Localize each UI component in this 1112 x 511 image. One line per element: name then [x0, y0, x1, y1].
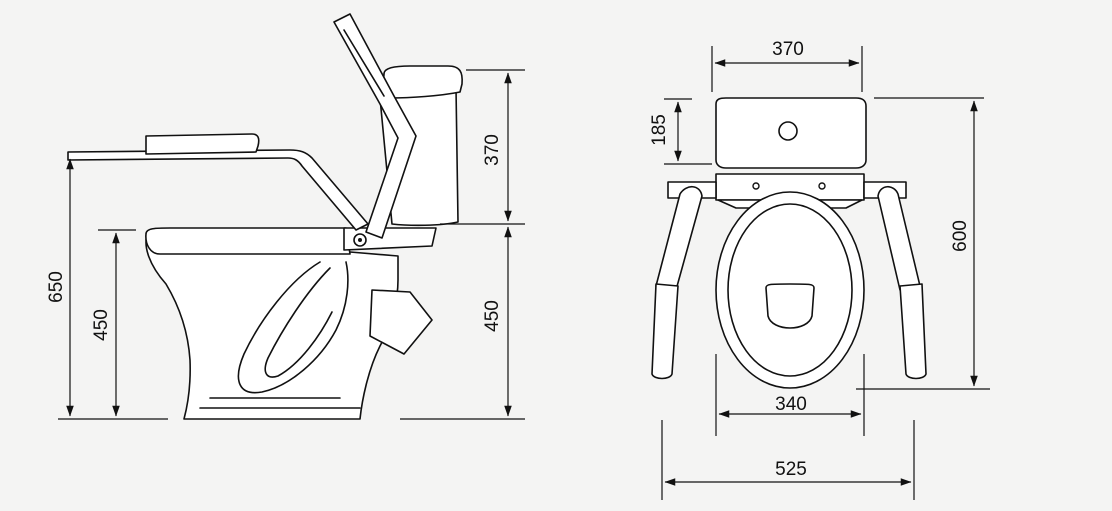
bowl-height-left-label: 450 [91, 309, 112, 341]
grab-bar-left [655, 185, 703, 291]
grab-bar-lowered [67, 149, 369, 231]
bowl-width-label: 340 [775, 394, 807, 415]
grab-bar-right-grip [899, 283, 927, 380]
toilet-trap-inner [264, 267, 333, 378]
overall-width-label: 525 [775, 459, 807, 480]
hinge-block [343, 227, 437, 251]
grab-bar-raised-pad [343, 29, 385, 97]
hinge-bolt-right [818, 182, 826, 190]
bowl-height-right-label: 450 [482, 300, 503, 332]
grab-bar-left-grip [651, 283, 679, 380]
outlet-pipe [369, 289, 433, 355]
seat-inner [727, 203, 853, 377]
armrest-pad [145, 133, 260, 155]
tank-height-label: 370 [482, 134, 503, 166]
flush-button [778, 121, 798, 141]
toilet-seat-rim [145, 227, 351, 255]
armrest-height-label: 650 [46, 271, 67, 303]
side-view: 370 450 450 650 [46, 13, 525, 420]
toilet-bowl-body [145, 231, 399, 420]
tank-front-height-label: 185 [649, 114, 670, 146]
cistern-lid [382, 65, 463, 99]
tank-width-label: 370 [772, 39, 804, 60]
bowl-opening [765, 283, 815, 329]
toilet-trap [237, 261, 349, 394]
grab-bar-right [877, 185, 921, 291]
grab-bar-raised [333, 13, 417, 239]
hinge-pivot-center [358, 238, 362, 242]
front-view: 370 185 600 340 525 [649, 39, 990, 500]
hinge-bolt-left [752, 182, 760, 190]
overall-height-label: 600 [950, 220, 971, 252]
